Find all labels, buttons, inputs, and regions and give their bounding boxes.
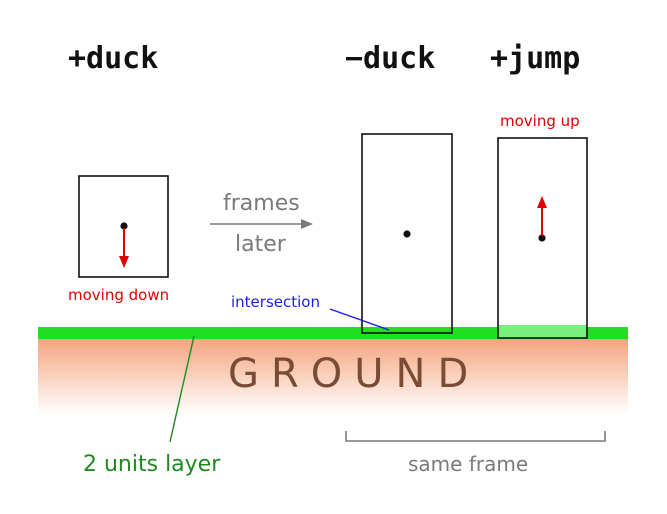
cmd-jump-plus-label: +jump xyxy=(490,41,580,76)
ground-area xyxy=(38,338,628,414)
moving-up-label: moving up xyxy=(500,112,580,130)
intersection-overlap xyxy=(498,325,587,338)
center-point-ducking xyxy=(120,222,128,230)
center-point-jumping xyxy=(538,234,546,242)
frames-arrow-head xyxy=(301,219,313,229)
later-label: later xyxy=(235,232,287,257)
moving-down-label: moving down xyxy=(68,286,169,304)
same-frame-bracket xyxy=(345,431,606,442)
intersection-label: intersection xyxy=(231,293,320,311)
layer-pointer xyxy=(169,335,195,443)
cmd-duck-plus-label: +duck xyxy=(68,41,158,76)
hitbox-ducking xyxy=(78,175,169,278)
layer-label: 2 units layer xyxy=(83,452,221,477)
ground-label: GROUND xyxy=(228,351,480,397)
arrow-up-head xyxy=(537,196,547,208)
same-frame-label: same frame xyxy=(408,452,528,476)
hitbox-jumping xyxy=(497,137,588,339)
arrow-down-head xyxy=(119,256,129,268)
frames-label: frames xyxy=(223,191,300,216)
center-point-standing xyxy=(403,230,411,238)
ground-layer xyxy=(38,327,628,339)
cmd-duck-minus-label: −duck xyxy=(345,41,435,76)
hitbox-standing xyxy=(361,133,453,334)
intersection-pointer xyxy=(329,308,390,331)
